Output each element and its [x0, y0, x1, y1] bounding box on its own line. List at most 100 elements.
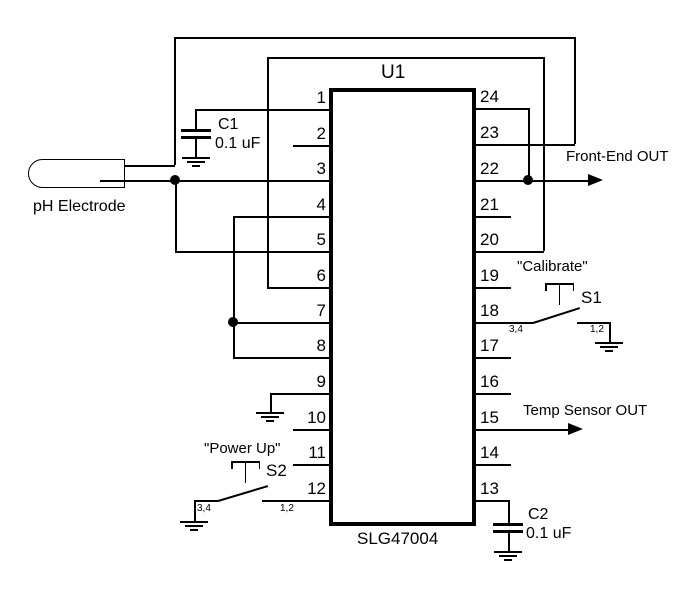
wire-c2-bottom — [508, 532, 510, 551]
ground-symbol-s2 — [180, 521, 208, 531]
ic-designator: U1 — [381, 62, 406, 83]
wire-inner-loop-right — [543, 57, 545, 251]
pin-label-23: 23 — [480, 123, 499, 142]
wire-inner-loop-top — [267, 57, 544, 59]
wire-s1-right-contact — [577, 322, 610, 324]
pin-label-18: 18 — [480, 301, 499, 320]
s1-actuator-tick-left — [545, 283, 547, 291]
wire-pin6 — [267, 287, 330, 289]
c2-plate-top — [493, 523, 523, 526]
pin-label-9: 9 — [316, 372, 326, 391]
wire-pin23 — [474, 144, 575, 146]
wire-pin13 — [474, 500, 509, 502]
pin-label-6: 6 — [316, 266, 326, 285]
s1-contact-34-label: 3,4 — [509, 324, 523, 335]
s2-actuator-tick-right — [258, 461, 260, 469]
wire-pin24 — [474, 108, 529, 110]
s1-actuator-tick-right — [572, 283, 574, 291]
s2-designator: S2 — [266, 461, 287, 480]
temp-sensor-out-arrow — [568, 423, 583, 435]
wire-s2-gnd — [194, 500, 196, 521]
wire-c1-bottom — [195, 138, 197, 158]
wire-outer-loop-left — [174, 37, 176, 165]
pin-label-2: 2 — [316, 124, 326, 143]
wire-electrode-ref — [80, 165, 175, 167]
s1-function-label: "Calibrate" — [517, 258, 588, 275]
pin-label-4: 4 — [316, 195, 326, 214]
wire-s1-gnd — [609, 322, 611, 342]
wire-pin17-stub — [474, 357, 511, 359]
wire-pin19-stub — [474, 287, 511, 289]
s2-function-label: "Power Up" — [204, 440, 281, 457]
wire-c2-top — [508, 500, 510, 524]
s2-contact-12-label: 1,2 — [280, 503, 294, 514]
wire-s2-left-contact — [194, 500, 218, 502]
pin-label-3: 3 — [316, 159, 326, 178]
s2-switch-arm — [217, 484, 269, 501]
c1-designator: C1 — [218, 116, 239, 133]
wire-pin16-stub — [474, 393, 511, 395]
wire-pin24-drop — [528, 108, 530, 180]
pin-label-5: 5 — [316, 230, 326, 249]
pin-label-17: 17 — [480, 336, 499, 355]
s1-switch-arm — [532, 306, 580, 323]
wire-pin9-gnd — [270, 393, 272, 412]
ground-symbol-s1 — [595, 342, 623, 352]
s2-actuator-stem — [244, 461, 246, 483]
pin-label-10: 10 — [307, 408, 326, 427]
wire-sense-branch — [175, 180, 177, 251]
pin-label-7: 7 — [316, 301, 326, 320]
front-end-out-label: Front-End OUT — [566, 148, 669, 165]
pin-label-13: 13 — [480, 479, 499, 498]
wire-pin8 — [233, 357, 330, 359]
wire-outer-loop-top — [174, 37, 575, 39]
pin-label-24: 24 — [480, 87, 499, 106]
wire-pin20 — [474, 251, 544, 253]
wire-pin2-stub — [293, 145, 330, 147]
ground-symbol-pin9 — [256, 412, 284, 422]
pin-label-8: 8 — [316, 336, 326, 355]
s1-actuator-stem — [558, 283, 560, 305]
junction-dot-electrode — [170, 175, 180, 185]
junction-dot-pin7 — [228, 317, 238, 327]
pin-label-14: 14 — [480, 443, 499, 462]
wire-pin18 — [474, 322, 533, 324]
wire-pin21-stub — [474, 216, 511, 218]
c1-value: 0.1 uF — [215, 135, 261, 152]
ground-symbol-c1 — [182, 157, 210, 167]
pin-label-16: 16 — [480, 372, 499, 391]
ph-electrode-symbol — [28, 159, 125, 188]
wire-pin9 — [270, 393, 330, 395]
wire-pin1 — [196, 109, 330, 111]
s1-designator: S1 — [581, 288, 602, 307]
pin-label-12: 12 — [307, 479, 326, 498]
c1-plate-bottom — [181, 136, 211, 139]
s2-contact-34-label: 3,4 — [197, 503, 211, 514]
ground-symbol-c2 — [494, 551, 522, 561]
front-end-out-arrow — [588, 174, 603, 186]
junction-dot-pin22 — [523, 175, 533, 185]
pin-label-11: 11 — [308, 443, 326, 462]
c2-plate-bottom — [493, 530, 523, 533]
wire-outer-loop-right — [574, 37, 576, 144]
pin-label-20: 20 — [480, 230, 499, 249]
wire-pin10-stub — [293, 429, 330, 431]
ph-electrode-label: pH Electrode — [33, 198, 126, 215]
pin-label-1: 1 — [316, 88, 326, 107]
wire-inner-loop-left — [267, 57, 269, 287]
wire-pin12 — [262, 500, 330, 502]
c1-plate-top — [181, 129, 211, 132]
wire-pins-4-7-8 — [233, 216, 235, 357]
wire-c1-top — [195, 109, 197, 130]
wire-pin11-stub — [293, 464, 330, 466]
s1-contact-12-label: 1,2 — [590, 324, 604, 335]
wire-pin7 — [233, 322, 330, 324]
wire-pin14-stub — [474, 464, 511, 466]
c2-value: 0.1 uF — [526, 525, 572, 542]
temp-sensor-out-label: Temp Sensor OUT — [523, 402, 648, 419]
pin-label-15: 15 — [480, 408, 499, 427]
ic-body — [329, 88, 476, 526]
pin-label-22: 22 — [480, 159, 499, 178]
wire-pin3-electrode — [100, 180, 330, 182]
